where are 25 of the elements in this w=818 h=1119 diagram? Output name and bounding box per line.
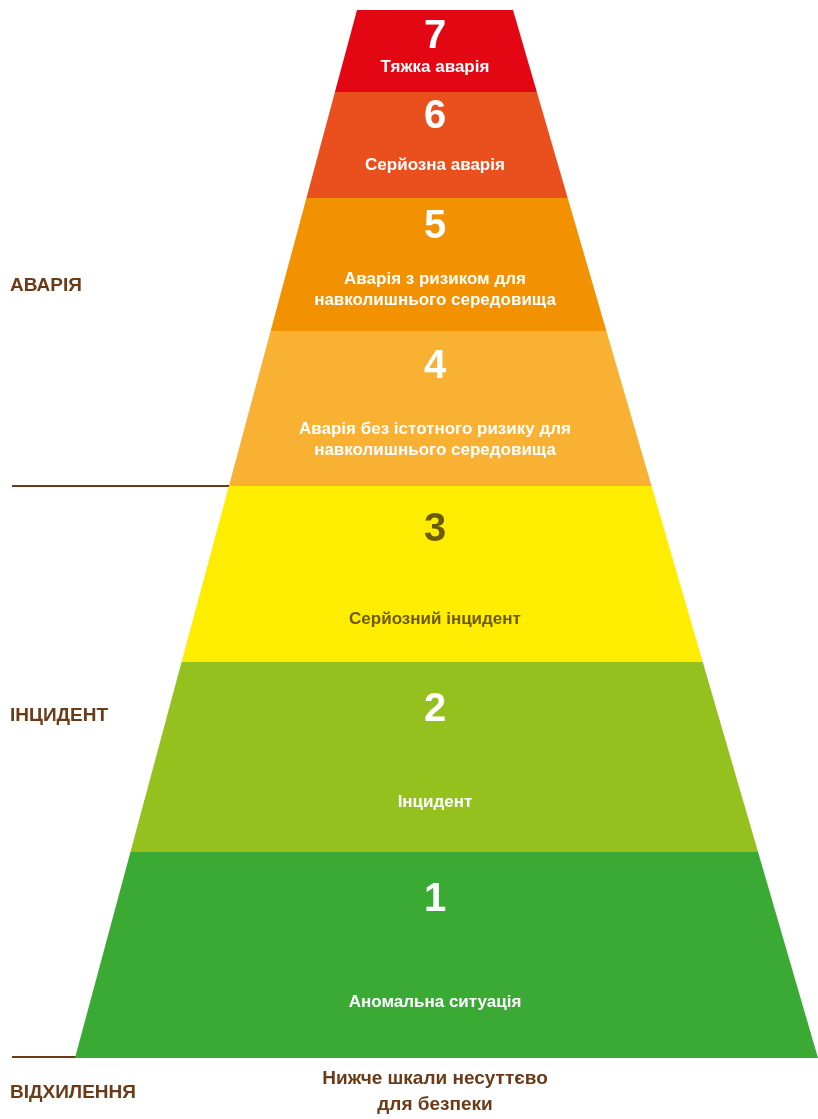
level-number: 1	[423, 877, 447, 917]
level-title: Аварія без істотного ризику для навколишнього середовища	[298, 418, 572, 460]
pyramid-level	[75, 852, 818, 1058]
pyramid-level	[228, 331, 652, 486]
pyramid-level	[334, 10, 537, 92]
level-title: Серйозна аварія	[364, 154, 506, 175]
level-number: 5	[423, 204, 447, 244]
level-title: Серйозний інцидент	[348, 608, 522, 629]
level-number: 4	[423, 344, 447, 384]
category-label: ВІДХИЛЕННЯ	[10, 1081, 136, 1103]
category-label: ІНЦИДЕНТ	[10, 704, 109, 726]
level-title: Тяжка аварія	[379, 56, 491, 77]
level-number: 3	[423, 507, 447, 547]
level-title: Інцидент	[396, 791, 474, 812]
category-label: АВАРІЯ	[10, 274, 82, 296]
level-title: Аварія з ризиком для навколишнього середовища	[313, 268, 557, 310]
pyramid-level	[306, 92, 568, 198]
pyramid-level	[130, 662, 759, 852]
note-text: Нижче шкали несуттєво для безпеки	[321, 1066, 549, 1116]
level-title: Аномальна ситуація	[347, 991, 523, 1012]
pyramid-level	[270, 198, 607, 331]
level-number: 2	[423, 687, 447, 727]
pyramid-level	[181, 486, 703, 662]
level-number: 7	[423, 14, 447, 54]
level-number: 6	[423, 94, 447, 134]
